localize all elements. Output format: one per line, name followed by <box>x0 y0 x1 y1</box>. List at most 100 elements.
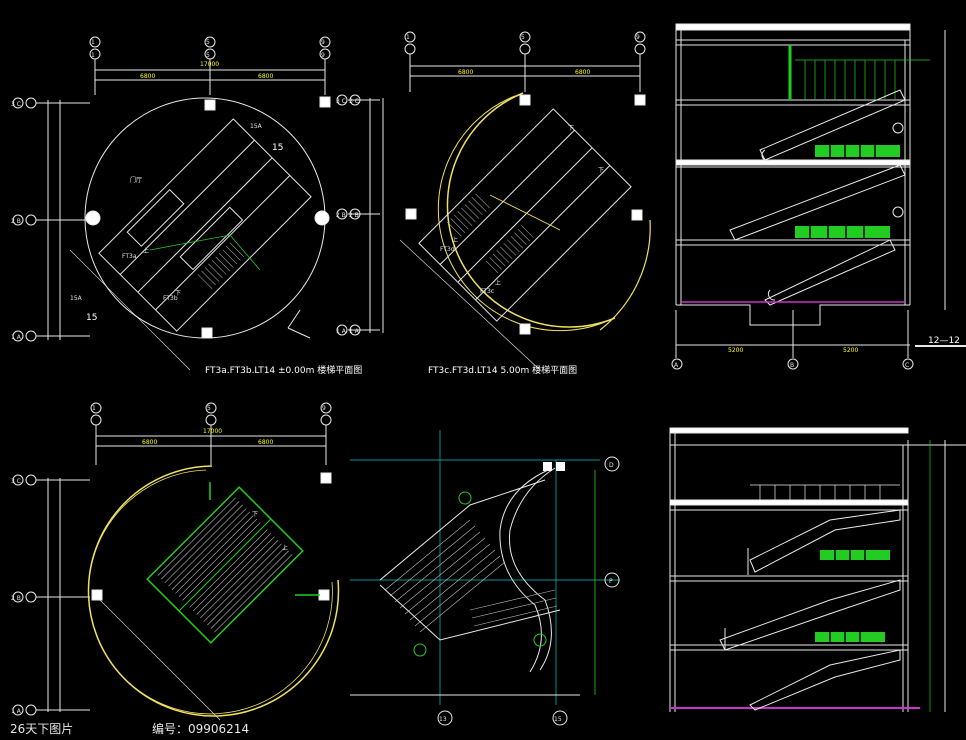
column <box>85 210 101 226</box>
grid-bubble <box>404 31 416 43</box>
column <box>405 208 417 220</box>
grid-label: 3 C <box>349 98 359 105</box>
grid-bubble <box>404 43 416 55</box>
escalator-block <box>418 108 632 322</box>
grid-label: 9 <box>321 52 325 59</box>
plan-2 <box>349 31 651 371</box>
grid-bubble <box>25 214 37 226</box>
grid-label: 1 A <box>11 334 22 341</box>
grid-label: 2 B <box>11 595 21 602</box>
section-title: 12—12 <box>928 336 960 346</box>
stair-direction: 上 <box>495 279 501 287</box>
plan-title: FT3c.FT3d.LT14 5.00m 楼梯平面图 <box>428 364 577 376</box>
grid-bubble <box>204 36 216 48</box>
grid-label: A <box>674 362 679 369</box>
dimension: 15 <box>272 143 283 153</box>
grid-label: 1 A <box>11 708 22 715</box>
grid-label: 2 B <box>349 212 359 219</box>
room-label: 门厅 <box>130 176 142 184</box>
grid-bubble <box>320 414 332 426</box>
dimension: 15A <box>70 295 83 302</box>
grid-bubble <box>902 358 914 370</box>
stair-direction: 下 <box>568 125 574 132</box>
grid-bubble <box>205 402 217 414</box>
grid-label: 5 <box>206 39 210 46</box>
dimension: 6800 <box>575 69 590 76</box>
escalator-block <box>98 118 312 332</box>
grid-bubble <box>205 414 217 426</box>
stair-block <box>146 486 304 644</box>
grid-label: 5 <box>521 34 525 41</box>
grid-bubble <box>787 358 799 370</box>
column <box>519 94 531 106</box>
escalator-label: FT3d <box>440 246 455 253</box>
grid-label: 15 <box>554 716 562 723</box>
column <box>201 327 213 339</box>
grid-label: 1 <box>91 39 95 46</box>
grid-bubble <box>12 474 24 486</box>
escalator-label: FT3b <box>163 295 178 302</box>
column <box>631 209 643 221</box>
circular-wall <box>437 95 606 332</box>
section-2 <box>669 427 966 712</box>
footer-id: 编号：09906214 <box>152 721 249 736</box>
grid-bubble <box>12 591 24 603</box>
grid-bubble <box>25 704 37 716</box>
dimension: 17000 <box>203 428 222 435</box>
grid-bubble <box>336 324 348 336</box>
grid-bubble <box>634 43 646 55</box>
plan-3 <box>12 402 340 721</box>
grid-label: 2 B <box>336 212 346 219</box>
column <box>204 99 216 111</box>
grid-bubble <box>90 402 102 414</box>
dimension: 5200 <box>843 347 858 354</box>
grid-label: 2 B <box>11 218 21 225</box>
detail-text: D P 13 15 <box>439 462 614 723</box>
grid-bubble <box>634 31 646 43</box>
dimension: 6800 <box>142 439 157 446</box>
column <box>319 96 331 108</box>
grid-bubble <box>25 330 37 342</box>
grid-bubble <box>12 330 24 342</box>
grid-label: P <box>609 578 613 585</box>
escalator-label: FT3a <box>122 253 137 260</box>
dimension: 6800 <box>258 73 273 80</box>
watermark-layer: 26天下图片 编号：09906214 <box>10 721 249 736</box>
grid-bubble <box>89 36 101 48</box>
stair-direction: 上 <box>452 236 458 244</box>
plan-3-text: 1 5 9 6800 6800 17000 3 C 2 B 1 A 下 上 <box>11 405 326 715</box>
grid-label: B <box>790 362 794 369</box>
detail-plan <box>350 430 620 726</box>
plan-title: FT3a.FT3b.LT14 ±0.00m 楼梯平面图 <box>205 364 362 376</box>
grid-label: 5 <box>206 52 210 59</box>
grid-label: 1 A <box>349 328 360 335</box>
stair-direction: 下 <box>598 167 604 174</box>
grid-bubble <box>349 324 361 336</box>
column <box>314 210 330 226</box>
dimension: 17000 <box>200 61 219 68</box>
grid-label: 13 <box>439 716 447 723</box>
grid-bubble <box>519 31 531 43</box>
column <box>320 472 332 484</box>
grid-label: 3 C <box>11 101 21 108</box>
dimension: 6800 <box>140 73 155 80</box>
stair-direction: 下 <box>175 290 181 297</box>
circular-wall <box>446 92 616 328</box>
grid-label: 9 <box>636 34 640 41</box>
section-1-text: A B C 5200 5200 12—12 <box>674 336 960 369</box>
grid-label: D <box>609 462 614 469</box>
grid-bubble <box>25 591 37 603</box>
grid-bubble <box>336 208 348 220</box>
plan-2-text: 1 5 9 6800 6800 3 C 2 B 1 A FT3d FT3c 下 … <box>349 34 640 376</box>
grid-bubble <box>319 36 331 48</box>
stair-direction: 上 <box>143 247 149 255</box>
grid-label: 3 C <box>11 478 21 485</box>
grid-bubble <box>12 214 24 226</box>
grid-bubble <box>12 97 24 109</box>
grid-label: 9 <box>322 405 326 412</box>
column <box>519 323 531 335</box>
grid-bubble <box>336 94 348 106</box>
column <box>634 94 646 106</box>
dimension: 6800 <box>258 439 273 446</box>
